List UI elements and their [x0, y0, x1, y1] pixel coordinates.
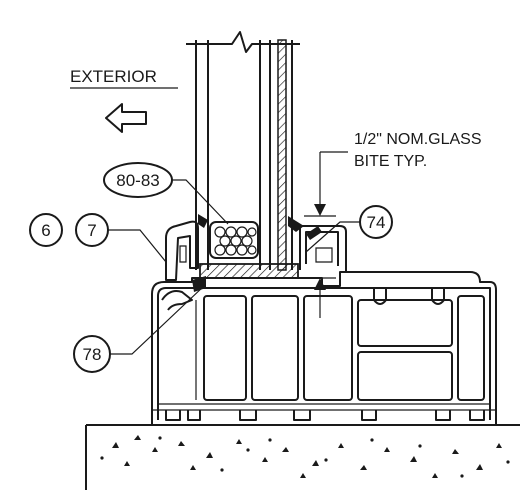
glass-bite-note-line1: 1/2" NOM.GLASS	[354, 131, 482, 148]
desiccant-spacer	[214, 226, 257, 256]
glass-bite-dimension	[304, 151, 348, 318]
callout-glazing-bead: 6	[29, 213, 63, 247]
glass-bite-note-line2: BITE TYP.	[354, 153, 427, 170]
callout-glazing-bead-text: 6	[41, 221, 50, 240]
break-line	[186, 31, 300, 53]
callout-setting-block: 80-83	[103, 162, 229, 225]
interior-glazing-bead	[299, 225, 347, 272]
callout-exterior-gasket: 78	[73, 285, 205, 373]
arrow-left-outline-icon	[105, 103, 147, 133]
setting-block	[199, 263, 299, 279]
callout-interior-gasket-text: 74	[367, 213, 386, 232]
aggregate-dots	[100, 435, 510, 478]
callout-bead-clip: 7	[75, 213, 167, 263]
exterior-gasket-top	[198, 214, 208, 228]
callout-interior-gasket: 74	[305, 205, 393, 253]
exterior-label: EXTERIOR	[70, 67, 157, 86]
insulated-glass-unit	[186, 31, 322, 292]
exterior-glazing-bead	[165, 220, 199, 281]
interior-wedge-gasket	[306, 226, 322, 240]
sill-frame-extrusion	[151, 271, 497, 425]
concrete-substrate	[85, 424, 520, 490]
interior-gasket	[288, 216, 304, 232]
callout-exterior-gasket-text: 78	[83, 345, 102, 364]
callout-setting-block-text: 80-83	[116, 171, 159, 190]
callout-bead-clip-text: 7	[87, 221, 96, 240]
